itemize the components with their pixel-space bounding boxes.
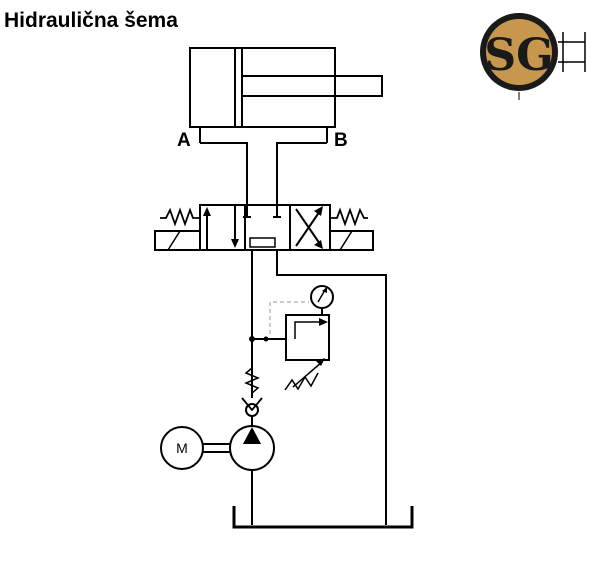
return-line — [276, 250, 387, 525]
hydraulic-pump — [229, 425, 275, 471]
page-title: Hidraulična šema — [4, 9, 178, 32]
motor-label: M — [176, 440, 188, 456]
double-acting-cylinder — [189, 47, 383, 205]
pressure-gauge-icon — [310, 285, 334, 309]
port-b-label: B — [334, 130, 348, 151]
electric-motor — [160, 426, 230, 470]
port-a-label: A — [177, 130, 191, 151]
tank — [232, 506, 414, 529]
logo-text: SG — [484, 30, 553, 81]
pressure-relief-valve — [269, 301, 330, 391]
logo: SG — [480, 13, 586, 100]
directional-valve — [154, 204, 374, 251]
